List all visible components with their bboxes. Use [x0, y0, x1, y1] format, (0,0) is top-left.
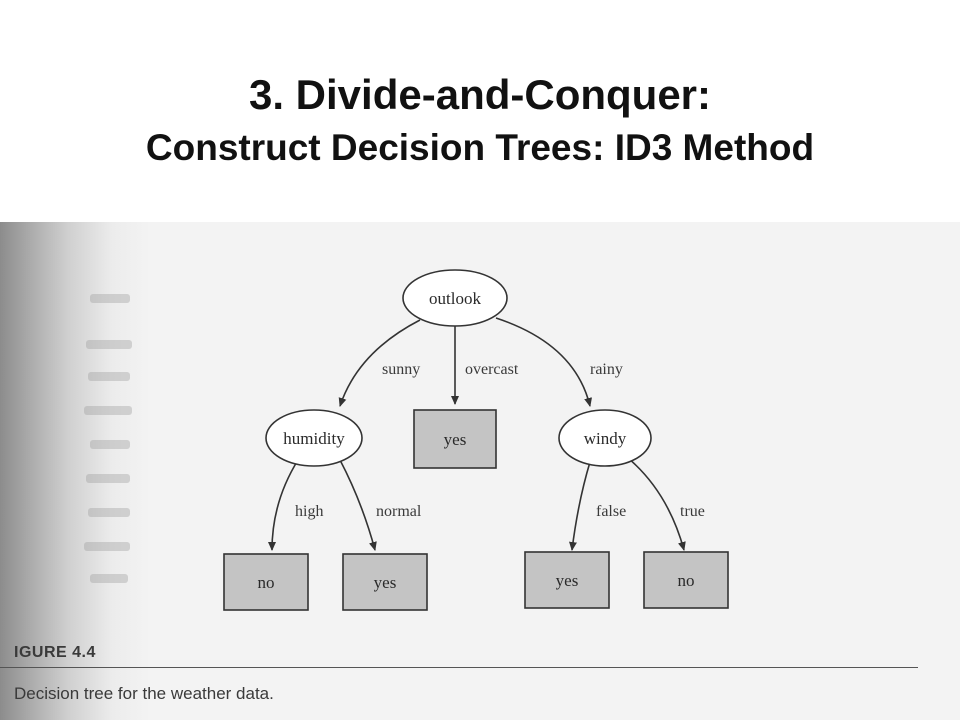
- edge-label-rainy: rainy: [590, 361, 623, 378]
- leaf-false: yes: [524, 551, 610, 609]
- leaf-label-overcast: yes: [444, 430, 467, 449]
- faded-text-line: [90, 440, 130, 449]
- leaf-normal: yes: [342, 553, 428, 611]
- slide-title: 3. Divide-and-Conquer: Construct Decisio…: [0, 68, 960, 174]
- edge-label-normal: normal: [376, 503, 422, 520]
- faded-text-line: [88, 508, 130, 517]
- node-outlook: outlook: [402, 269, 508, 327]
- title-main: 3. Divide-and-Conquer:: [248, 71, 712, 118]
- edge-true: [627, 457, 686, 551]
- leaf-label-high: no: [258, 573, 275, 592]
- edge-sunny: [338, 319, 421, 407]
- faded-text-line: [84, 542, 130, 551]
- node-label-windy: windy: [584, 429, 627, 448]
- edge-label-high: high: [295, 503, 323, 520]
- edge-normal: [339, 459, 377, 551]
- edge-rainy: [495, 317, 593, 407]
- faded-text-line: [90, 294, 130, 303]
- edge-false: [569, 461, 591, 551]
- leaf-label-normal: yes: [374, 573, 397, 592]
- figure-divider: [0, 667, 918, 668]
- faded-text-line: [84, 406, 132, 415]
- edge-high: [268, 459, 299, 551]
- faded-text-line: [88, 372, 130, 381]
- leaf-overcast: yes: [413, 409, 497, 469]
- edge-label-false: false: [596, 503, 626, 520]
- faded-text-line: [90, 574, 128, 583]
- figure-caption: Decision tree for the weather data.: [14, 684, 274, 703]
- node-label-outlook: outlook: [429, 289, 481, 308]
- node-humidity: humidity: [265, 409, 363, 467]
- faded-text-line: [86, 474, 130, 483]
- title-subtitle: Construct Decision Trees: ID3 Method: [145, 127, 815, 168]
- decision-tree-diagram: sunny overcast rainy high normal false t…: [223, 269, 729, 611]
- leaf-true: no: [643, 551, 729, 609]
- leaf-label-true: no: [678, 571, 695, 590]
- scan-page-shadow: [0, 222, 150, 720]
- edge-label-sunny: sunny: [382, 361, 420, 378]
- edge-label-true: true: [680, 503, 705, 520]
- leaf-high: no: [223, 553, 309, 611]
- faded-text-line: [86, 340, 132, 349]
- node-label-humidity: humidity: [283, 429, 345, 448]
- figure-label: IGURE 4.4: [14, 644, 96, 661]
- scanned-figure: sunny overcast rainy high normal false t…: [0, 222, 960, 720]
- leaf-label-false: yes: [556, 571, 579, 590]
- edge-label-overcast: overcast: [465, 361, 519, 378]
- node-windy: windy: [558, 409, 652, 467]
